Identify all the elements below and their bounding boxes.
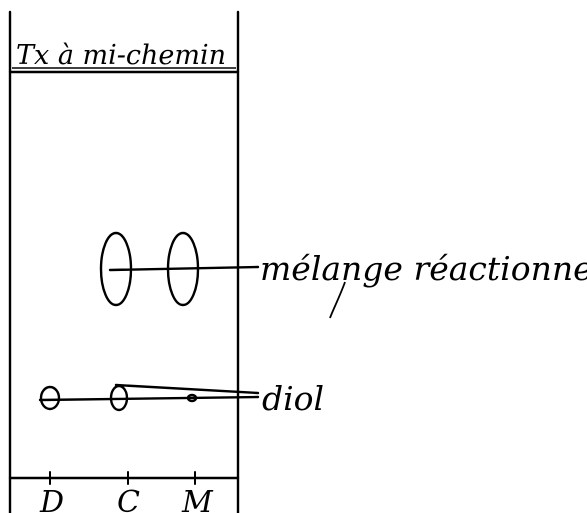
diol-pointer-line-b	[114, 383, 260, 395]
diol-spots	[38, 383, 260, 412]
lane-label-c: C	[117, 485, 140, 513]
mixture-spots	[99, 231, 260, 307]
spot-diol-d	[39, 385, 61, 411]
diol-pointer-line-a	[38, 395, 260, 402]
label-diol: diol	[262, 379, 324, 418]
label-mixture: mélange réactionnel	[260, 249, 587, 288]
lane-ticks	[49, 471, 196, 485]
mixture-pointer-line	[108, 265, 260, 272]
lane-label-m: M	[181, 485, 214, 513]
label-mixture-tail	[329, 281, 346, 319]
plate-header: Tx à mi-chemin	[16, 40, 226, 71]
lane-label-d: D	[39, 485, 64, 513]
tlc-plate	[8, 10, 240, 513]
